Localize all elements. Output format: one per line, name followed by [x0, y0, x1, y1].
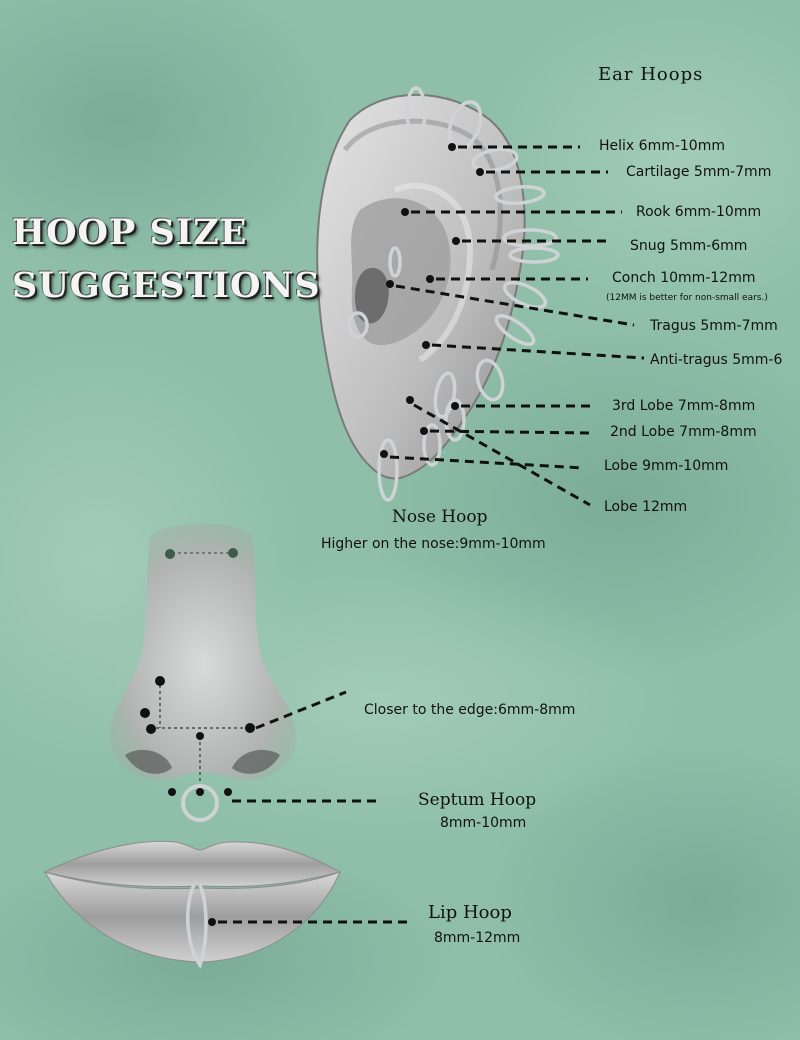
ear-piercing-dots [380, 143, 484, 458]
ear-illustration [316, 93, 526, 480]
ear-hoops-heading: Ear Hoops [598, 64, 704, 85]
label-cartilage: Cartilage 5mm-7mm [626, 164, 772, 180]
lip-ring [186, 884, 208, 969]
upper-lip [43, 840, 342, 888]
nose-higher-label: Higher on the nose:9mm-10mm [321, 536, 546, 552]
nose-illustration [109, 523, 297, 822]
lip-hoop-heading: Lip Hoop [428, 902, 512, 923]
high-nose-left-stud [165, 549, 175, 559]
label-helix: Helix 6mm-10mm [599, 138, 725, 154]
nose-edge-label: Closer to the edge:6mm-8mm [364, 702, 576, 718]
label-conch: Conch 10mm-12mm [612, 270, 756, 286]
ear-rings [347, 86, 560, 502]
lip-hoop-size: 8mm-12mm [434, 930, 521, 946]
ear-leader-lines [389, 145, 645, 507]
label-anti-tragus: Anti-tragus 5mm-6 [650, 352, 783, 368]
label-snug: Snug 5mm-6mm [630, 238, 748, 254]
conch-note: (12MM is better for non-small ears.) [606, 293, 768, 303]
lips-illustration [43, 840, 412, 969]
label-second-lobe: 2nd Lobe 7mm-8mm [610, 424, 757, 440]
septum-ring [181, 784, 219, 822]
high-nose-right-stud [228, 548, 238, 558]
label-lobe-12: Lobe 12mm [604, 499, 688, 515]
left-nostril [125, 749, 172, 774]
right-nostril [232, 749, 280, 774]
nose-hoop-heading: Nose Hoop [392, 507, 488, 527]
ear-antihelix [393, 182, 474, 363]
title-line-2: SUGGESTIONS [12, 265, 321, 306]
nose-studs [140, 676, 255, 796]
septum-hoop-size: 8mm-10mm [440, 815, 527, 831]
title-line-1: HOOP SIZE [12, 212, 248, 253]
label-third-lobe: 3rd Lobe 7mm-8mm [612, 398, 756, 414]
ear-helix-fold [342, 118, 503, 271]
nose-shape [109, 523, 297, 781]
label-lobe: Lobe 9mm-10mm [604, 458, 729, 474]
nose-leader-lines [232, 690, 380, 803]
septum-hoop-heading: Septum Hoop [418, 790, 537, 810]
ear-canal [354, 267, 389, 324]
label-tragus: Tragus 5mm-7mm [650, 318, 778, 334]
lower-lip [43, 871, 341, 963]
label-rook: Rook 6mm-10mm [636, 204, 762, 220]
